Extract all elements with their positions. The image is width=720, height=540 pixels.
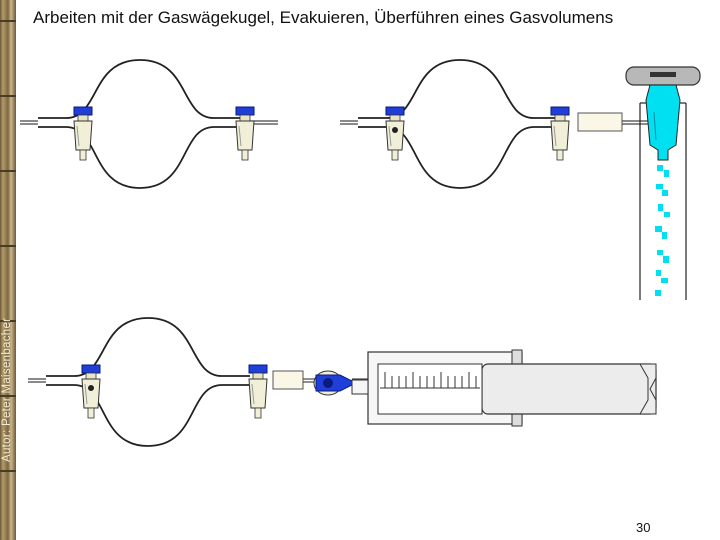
binder-sidebar — [0, 0, 16, 540]
slide-title: Arbeiten mit der Gaswägekugel, Evakuiere… — [33, 8, 614, 27]
hose-connector-icon — [272, 370, 316, 390]
three-way-valve-icon — [313, 370, 368, 396]
gas-sphere-icon — [27, 317, 251, 447]
stopcock-left-icon — [385, 106, 405, 161]
flask-syringe-transfer-group — [27, 317, 368, 447]
stopcock-left-icon — [73, 106, 93, 161]
gas-syringe-icon — [351, 349, 657, 427]
stopcock-right-icon — [248, 364, 268, 419]
page-number: 30 — [636, 520, 651, 535]
stopcock-left-icon — [81, 364, 101, 419]
gas-sphere-icon — [339, 59, 563, 189]
stopcock-right-icon — [550, 106, 570, 161]
water-jet-pump-icon — [625, 66, 701, 300]
flask-evacuation-group — [339, 59, 656, 189]
hose-connector-icon — [577, 112, 656, 132]
stopcock-right-icon — [235, 106, 255, 161]
flask-closed-group — [19, 59, 278, 189]
gas-sphere-icon — [19, 59, 243, 189]
